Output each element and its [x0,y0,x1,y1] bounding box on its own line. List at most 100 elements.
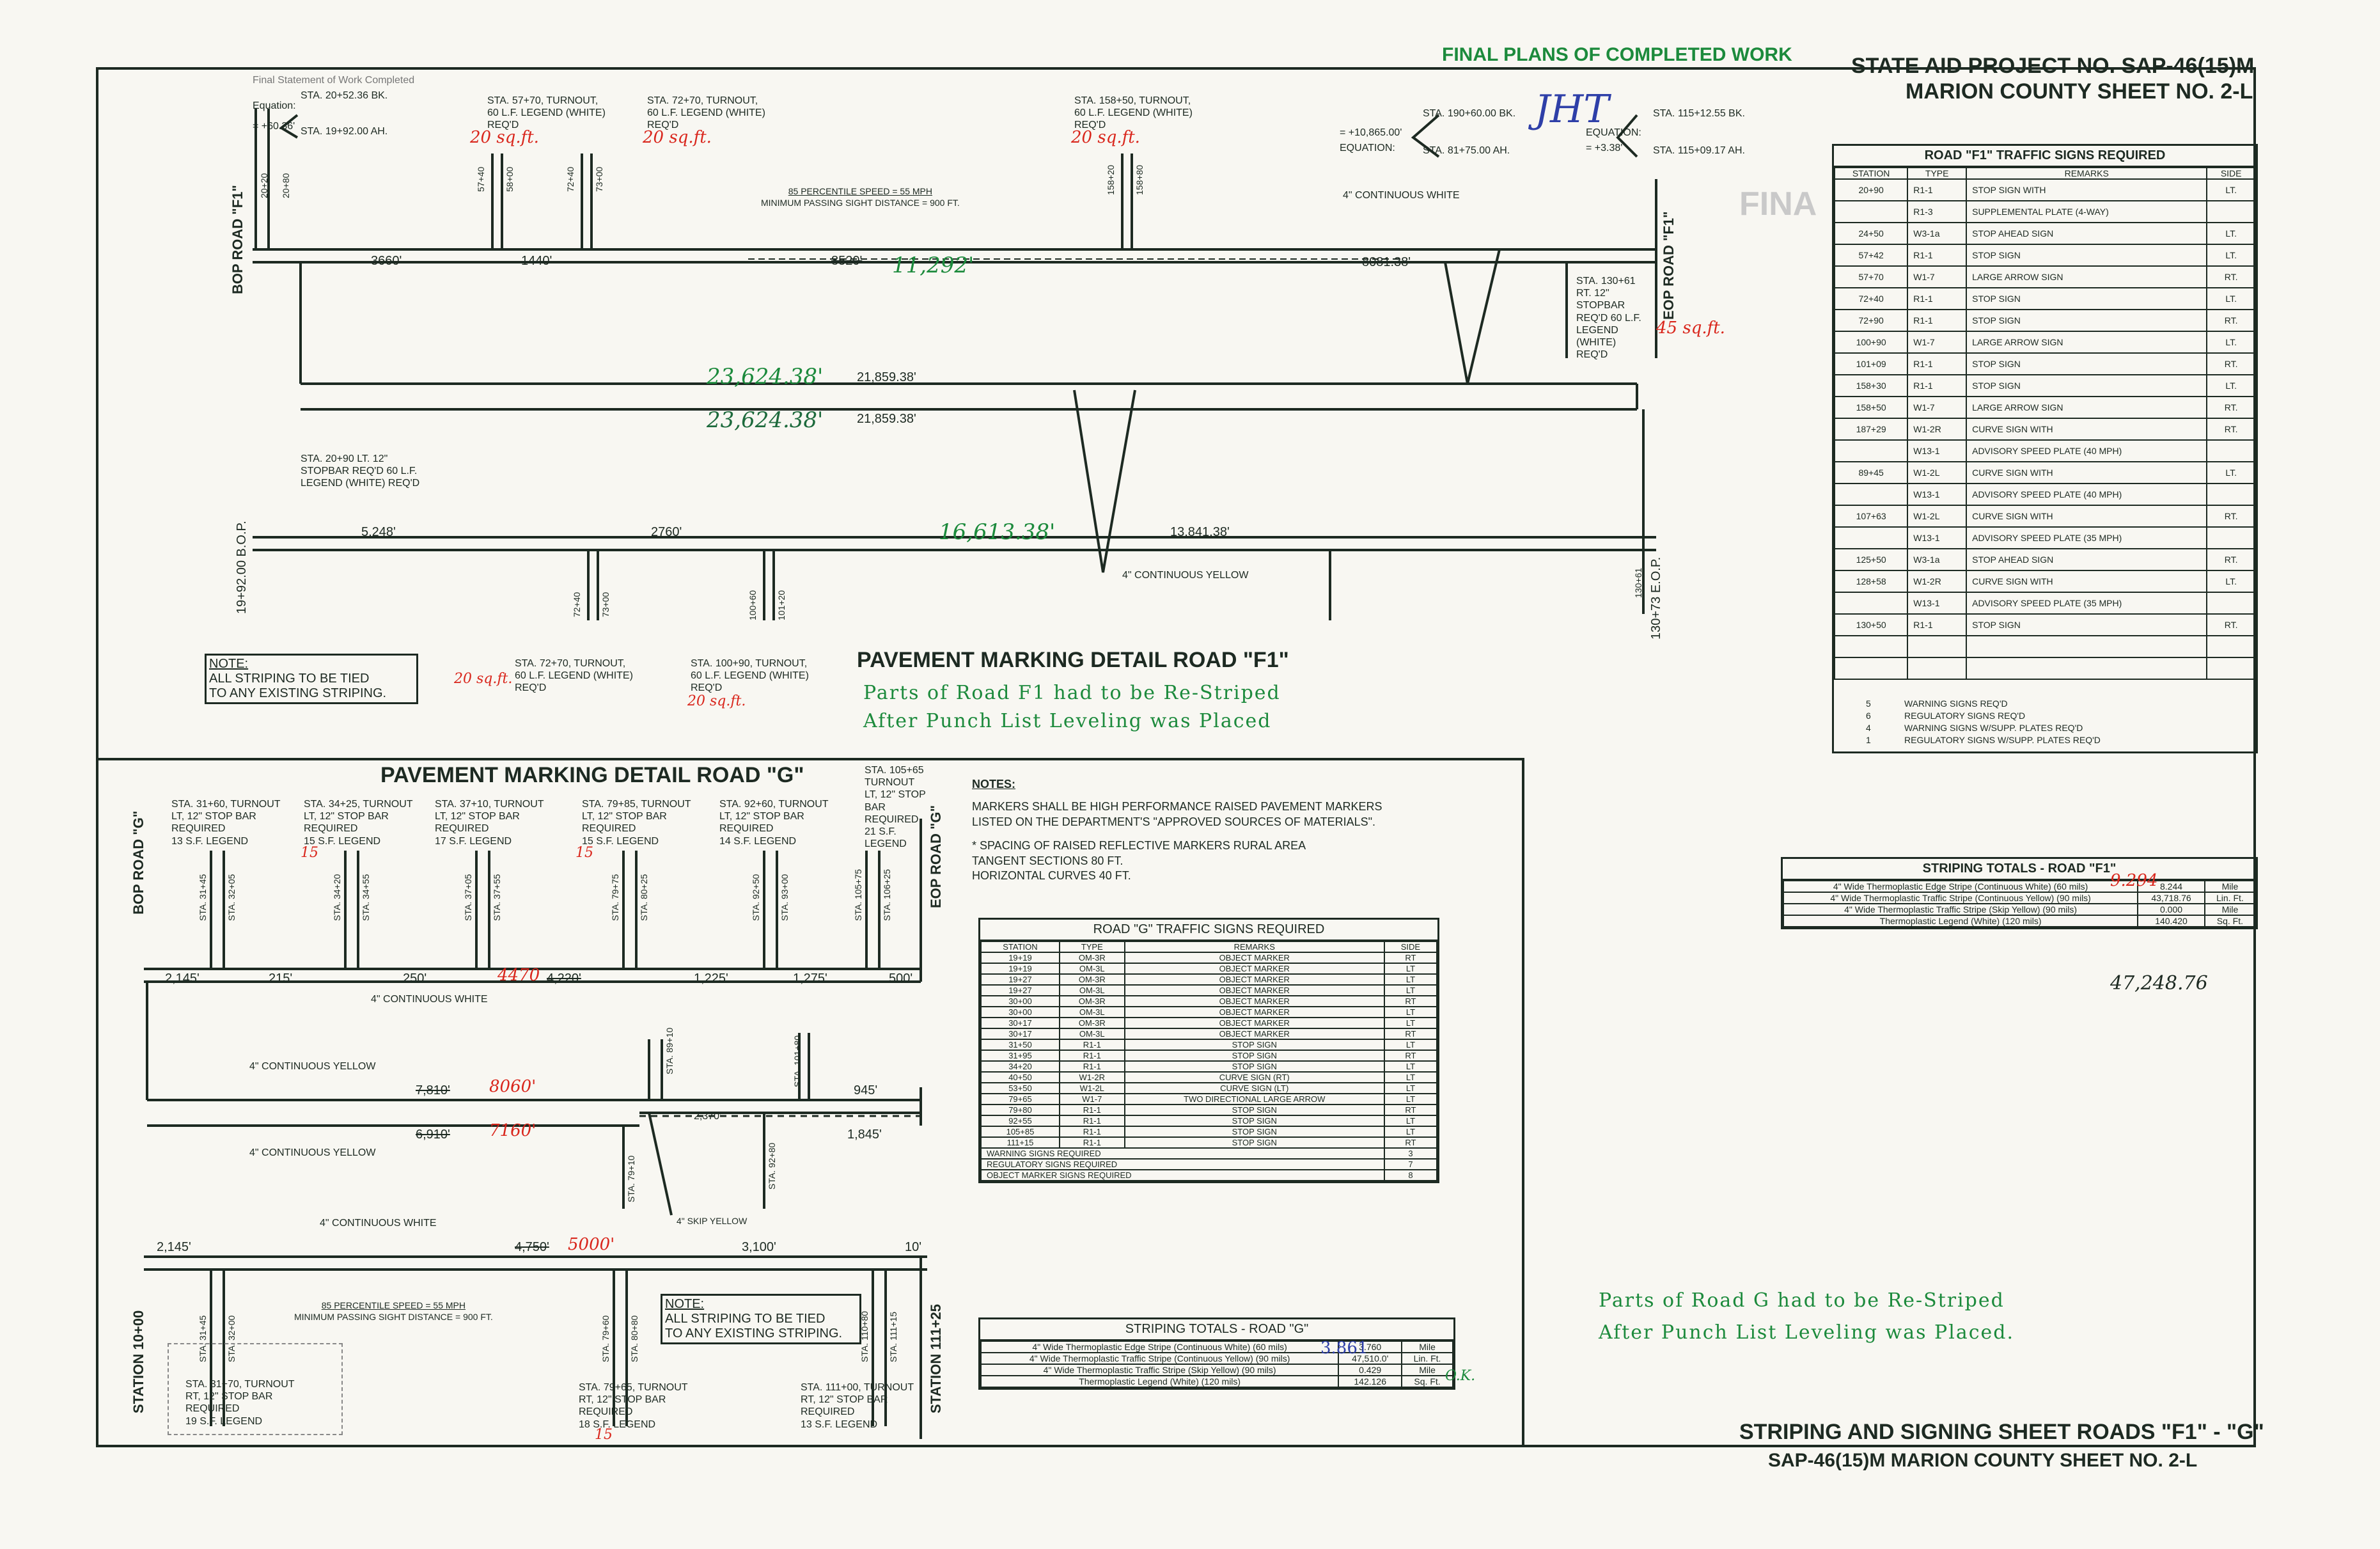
g-dim: 4,220' [547,971,581,986]
g-title: PAVEMENT MARKING DETAIL ROAD "G" [380,763,804,787]
table-cell: R1-1 [1058,1060,1125,1073]
hand-note: 23,624.38' [707,407,824,433]
eq-left-bk: STA. 20+52.36 BK. [301,90,388,101]
table-cell: 7 [1383,1158,1438,1170]
table-cell [1833,657,1909,680]
table-cell: RT [1383,952,1438,964]
col-header: TYPE [1907,167,1968,180]
table-cell: 31+95 [980,1050,1060,1062]
table-cell: RT. [2206,396,2256,419]
table-cell: SUPPLEMENTAL PLATE (4-WAY) [1966,200,2208,223]
table-row: 4" Wide Thermoplastic Traffic Stripe (Sk… [1782,903,2257,916]
footer-title: STRIPING AND SIGNING SHEET ROADS "F1" - … [1739,1420,2264,1444]
g-continuous-yellow: 4" CONTINUOUS YELLOW [249,1061,376,1072]
eq-mid-ah: STA. 81+75.00 AH. [1423,145,1510,156]
g-tick: STA. 105+75 [853,869,863,921]
table-cell: CURVE SIGN (RT) [1123,1071,1385,1083]
table-cell: R1-1 [1907,613,1968,636]
hand-note: 15 [595,1427,613,1443]
table-cell: Mile [1401,1364,1453,1376]
f1-dim: 1440' [521,254,552,268]
table-cell: LT [1383,984,1438,996]
eq-right-value: = +3.38' [1586,143,1623,153]
table-cell: LT. [2206,222,2256,245]
table-cell: STOP AHEAD SIGN [1966,222,2208,245]
f1-title: PAVEMENT MARKING DETAIL ROAD "F1" [857,648,1289,672]
g-dim: 2,145' [157,1240,191,1254]
table-cell: R1-1 [1907,287,1968,310]
table-cell [1966,635,2208,658]
table-cell: LT [1383,1039,1438,1051]
table-cell: R1-1 [1907,178,1968,201]
table-cell: 30+00 [980,995,1060,1007]
g-dim: 6,910' [416,1128,450,1142]
table-cell: STOP SIGN [1123,1060,1385,1073]
col-header: STATION [1833,167,1909,180]
table-cell: TWO DIRECTIONAL LARGE ARROW [1123,1093,1385,1105]
table-cell: 128+58 [1833,570,1909,593]
table-cell: OM-3R [1058,995,1125,1007]
table-cell: LARGE ARROW SIGN [1966,265,2208,288]
table-cell: 40+50 [980,1071,1060,1083]
g-tick: STA. 80+80 [629,1315,639,1362]
table-cell [1833,635,1909,658]
table-cell: 100+90 [1833,331,1909,354]
table-cell: R1-1 [1907,309,1968,332]
table-cell: Mile [1401,1341,1453,1353]
f1-signs-title: ROAD "F1" TRAFFIC SIGNS REQUIRED [1834,146,2256,167]
table-cell: OBJECT MARKER [1123,952,1385,964]
f1-dim: 8520' [831,254,863,268]
table-cell [1907,657,1968,680]
table-cell: 31+50 [980,1039,1060,1051]
hand-note: 20 sq.ft. [454,671,513,687]
hand-note: 5000' [568,1235,615,1254]
g-dim: 250' [403,971,427,986]
table-cell: WARNING SIGNS REQUIRED [980,1147,1385,1160]
f1-restripe-line1: Parts of Road F1 had to be Re-Striped [863,682,1281,704]
hand-note: 20 sq.ft. [470,128,539,147]
hand-note: 9.294 [2110,871,2158,890]
col-header: REMARKS [1966,167,2208,180]
hand-note: 3.861 [1320,1339,1368,1358]
g-tick: STA. 89+10 [664,1027,675,1074]
sheet-number: MARION COUNTY SHEET NO. 2-L [1906,79,2253,104]
g-tick: STA. 37+05 [463,874,473,921]
g-station-right: STATION 111+25 [928,1304,944,1413]
f1-dim: 21,859.38' [857,412,916,426]
hand-note: 20 sq.ft. [687,693,746,709]
table-cell: 4" Wide Thermoplastic Edge Stripe (Conti… [1782,880,2139,893]
markers-notes: NOTES: MARKERS SHALL BE HIGH PERFORMANCE… [972,778,1382,882]
g-continuous-yellow-2: 4" CONTINUOUS YELLOW [249,1147,376,1158]
table-cell: ADVISORY SPEED PLATE (40 MPH) [1966,439,2208,462]
table-cell: OBJECT MARKER SIGNS REQUIRED [980,1169,1385,1181]
table-cell: 92+55 [980,1115,1060,1127]
table-row: 4" Wide Thermoplastic Traffic Stripe (Sk… [980,1364,1453,1376]
table-cell [1833,592,1909,615]
hand-note: 20 sq.ft. [1071,128,1140,147]
table-cell: OM-3R [1058,1017,1125,1029]
hand-note: 7160' [489,1121,536,1140]
eq-mid-label: EQUATION: [1340,143,1395,153]
table-cell: OBJECT MARKER [1123,984,1385,996]
table-cell: STOP SIGN [1966,287,2208,310]
col-header: SIDE [1383,941,1438,953]
footer-sub: SAP-46(15)M MARION COUNTY SHEET NO. 2-L [1768,1450,2198,1471]
table-cell: 4" Wide Thermoplastic Traffic Stripe (Co… [980,1352,1340,1365]
g-dim: 1,225' [694,971,728,986]
table-row: 4" Wide Thermoplastic Edge Stripe (Conti… [1782,880,2257,893]
hand-note: 11,292' [892,253,975,278]
table-cell: W13-1 [1907,592,1968,615]
table-cell: STOP SIGN [1966,244,2208,267]
table-cell: LT. [2206,244,2256,267]
table-cell: W3-1a [1907,222,1968,245]
